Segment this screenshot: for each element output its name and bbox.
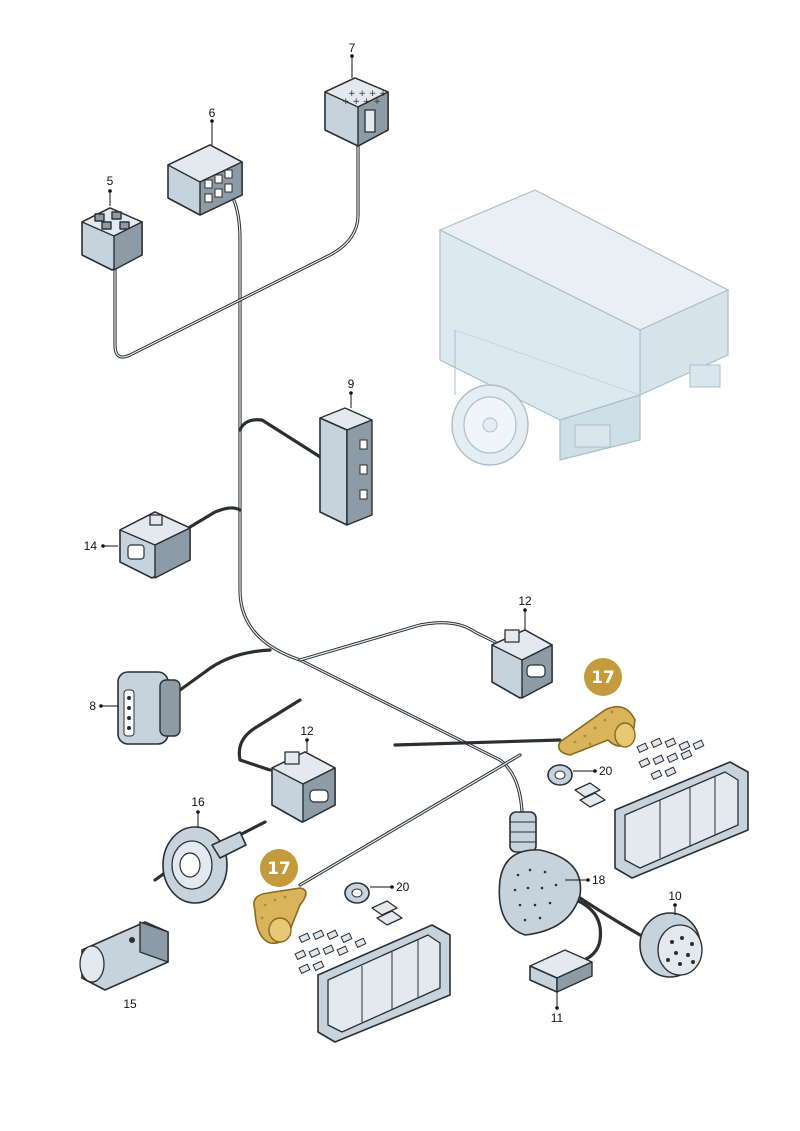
tail-lamp-left (317, 924, 451, 1043)
grommet-16 (162, 826, 247, 904)
callout-5: 5 (107, 174, 114, 188)
connector-6 (167, 144, 243, 216)
callout-16: 16 (191, 795, 205, 809)
callout-20-lower: 20 (396, 880, 410, 894)
svg-text:+ + + +: + + + + (348, 89, 387, 99)
grommet-20-upper (547, 764, 606, 808)
connector-8 (117, 671, 181, 745)
badge-17-right-label: 17 (591, 668, 615, 688)
relay-9 (319, 407, 373, 526)
callout-14: 14 (84, 539, 98, 553)
connector-5 (81, 207, 143, 271)
callout-labels: 5 6 7 9 14 12 8 12 20 16 18 20 10 15 11 (84, 41, 682, 1025)
highlight-badge-17-right: 17 (584, 658, 622, 696)
terminals-left (294, 929, 367, 975)
callout-15: 15 (123, 997, 137, 1011)
callout-7: 7 (349, 41, 356, 55)
callout-11: 11 (551, 1011, 564, 1025)
badge-17-left-label: 17 (267, 859, 291, 879)
connector-7: + + + + + + + + (324, 77, 389, 147)
callout-12-upper: 12 (518, 594, 532, 608)
connector-14 (119, 511, 191, 579)
housing-17-right (557, 705, 636, 756)
callout-10: 10 (668, 889, 682, 903)
connector-12-upper (491, 629, 553, 699)
trailer-socket-10 (639, 912, 703, 978)
callout-18: 18 (592, 873, 606, 887)
svg-text:+ + + +: + + + + (342, 97, 381, 107)
grommet-20-lower (344, 882, 403, 926)
vehicle-illustration (438, 189, 730, 466)
socket-15 (79, 921, 169, 991)
callout-8: 8 (89, 699, 96, 713)
housing-17-left (253, 887, 307, 945)
module-11 (529, 949, 593, 993)
callout-leaders (99, 54, 677, 1010)
terminals-right (636, 737, 705, 781)
callout-12-lower: 12 (300, 724, 314, 738)
callout-20-upper: 20 (599, 764, 613, 778)
callout-6: 6 (209, 106, 216, 120)
cable-seal-18 (498, 811, 582, 936)
tail-lamp-right (614, 761, 749, 879)
highlight-badge-17-left: 17 (260, 849, 298, 887)
wire-harness (113, 138, 642, 964)
connector-12-lower (271, 751, 336, 823)
callout-9: 9 (348, 377, 355, 391)
